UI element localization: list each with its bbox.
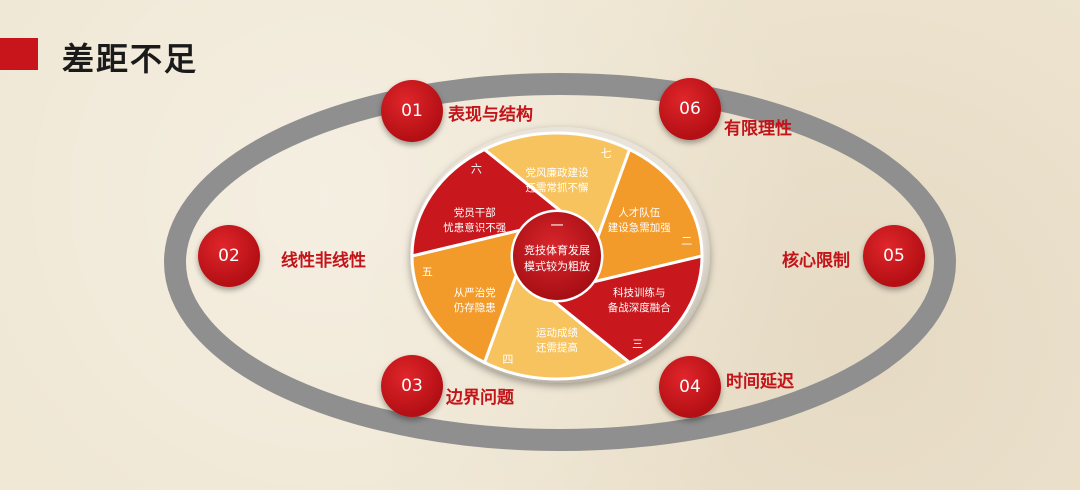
- badge-04-number: 04: [679, 377, 701, 397]
- wheel-segment-4-text-2: 仍存隐患: [454, 301, 496, 314]
- wheel-segment-4-text-1: 从严治党: [454, 286, 496, 299]
- wheel-segment-3-numeral: 四: [502, 353, 513, 366]
- hub-line-2: 模式较为粗放: [524, 259, 590, 273]
- badge-02-number: 02: [218, 246, 240, 266]
- wheel-segment-2-text-1: 科技训练与: [613, 286, 666, 299]
- title-accent-bar: [0, 38, 38, 70]
- wheel-segment-5-numeral: 六: [471, 163, 482, 176]
- badge-05-number: 05: [883, 246, 905, 266]
- page-title: 差距不足: [62, 40, 199, 78]
- badge-01-number: 01: [401, 101, 423, 121]
- wheel-segment-1-text-2: 建设急需加强: [608, 221, 671, 234]
- wheel-hub: [511, 210, 603, 302]
- wheel-segment-3-text-1: 运动成绩: [536, 326, 578, 339]
- wheel-segment-1-text-1: 人才队伍: [618, 206, 660, 219]
- badge-03[interactable]: 03: [381, 355, 443, 417]
- wheel-segment-6-numeral: 七: [601, 147, 612, 160]
- wheel-segment-3-text-2: 还需提高: [536, 341, 578, 354]
- wheel-segment-5-text-1: 党员干部: [454, 206, 496, 219]
- badge-01[interactable]: 01: [381, 80, 443, 142]
- hub-numeral: 一: [550, 219, 563, 234]
- wheel-segment-6-text-1: 党风廉政建设: [526, 166, 589, 179]
- wheel-segment-6-text-2: 还需常抓不懈: [526, 181, 589, 194]
- outer-ring: [164, 73, 956, 451]
- badge-04[interactable]: 04: [659, 356, 721, 418]
- wheel-segment-1-numeral: 二: [681, 235, 692, 248]
- badge-02-label: 线性非线性: [281, 251, 366, 271]
- wheel-segment-2-numeral: 三: [632, 337, 643, 350]
- badge-03-number: 03: [401, 376, 423, 396]
- badge-05-label: 核心限制: [782, 251, 850, 271]
- badge-06[interactable]: 06: [659, 78, 721, 140]
- hub-line-1: 竞技体育发展: [524, 243, 590, 257]
- badge-03-label: 边界问题: [446, 388, 514, 408]
- wheel-segment-5-text-2: 忧患意识不强: [443, 221, 506, 234]
- wheel-segment-2-text-2: 备战深度融合: [608, 301, 671, 314]
- badge-01-label: 表现与结构: [448, 105, 533, 125]
- wheel-segment-4-numeral: 五: [422, 265, 433, 278]
- badge-04-label: 时间延迟: [726, 372, 794, 392]
- badge-06-label: 有限理性: [724, 119, 792, 139]
- badge-05[interactable]: 05: [863, 225, 925, 287]
- badge-06-number: 06: [679, 99, 701, 119]
- badge-02[interactable]: 02: [198, 225, 260, 287]
